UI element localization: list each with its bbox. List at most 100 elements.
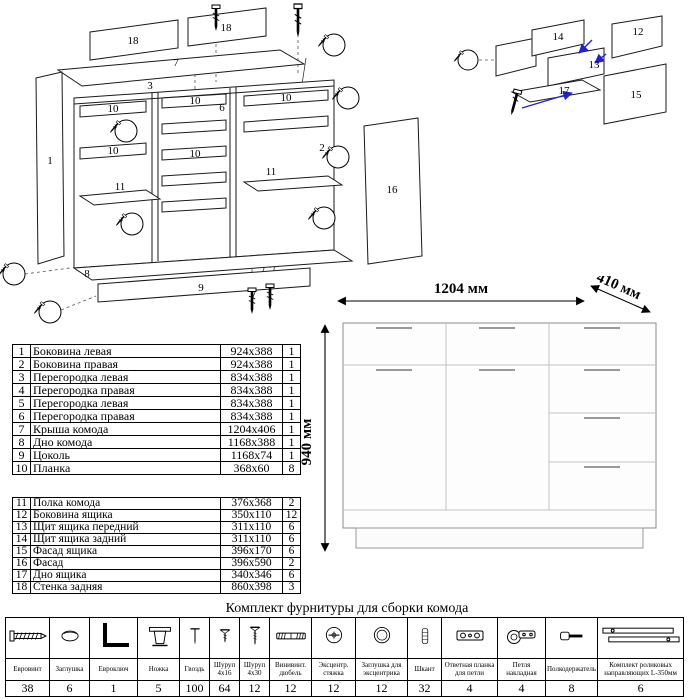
hardware-icon-cell — [497, 617, 546, 659]
part-number: 8 — [12, 435, 31, 449]
part-name: Цоколь — [30, 448, 221, 462]
part-qty: 1 — [282, 383, 301, 397]
part-name: Фасад ящика — [30, 545, 221, 558]
hardware-qty: 12 — [269, 680, 312, 697]
hardware-qty: 8 — [544, 680, 599, 697]
part-qty: 12 — [282, 509, 301, 522]
plinth-panel — [97, 267, 311, 303]
part-label: 8 — [84, 268, 90, 280]
part-qty: 2 — [282, 497, 301, 510]
part-label: 16 — [387, 184, 399, 196]
part-qty: 1 — [282, 422, 301, 436]
dimension-lines — [320, 285, 651, 552]
part-size: 311х110 — [220, 533, 283, 546]
hardware-name: Гвоздь — [179, 658, 210, 681]
hardware-qty: 4 — [441, 680, 498, 697]
hardware-name: Ножка — [137, 658, 180, 681]
part-size: 834х388 — [220, 396, 283, 410]
part-label: 11 — [115, 181, 126, 193]
part-size: 834х388 — [220, 370, 283, 384]
exploded-diagram: 18 18 7 1 10 10 10 10 10 3 6 11 11 2 16 … — [0, 2, 423, 324]
screw-short-icon — [218, 629, 231, 643]
hardware-qty: 5 — [137, 680, 180, 697]
part-size: 311х110 — [220, 521, 283, 534]
part-label: 1 — [47, 155, 53, 167]
part-label: 10 — [190, 148, 202, 160]
screw-icon — [506, 87, 524, 118]
hardware-name: Ответная планка для петли — [441, 658, 498, 681]
part-number: 18 — [12, 581, 31, 594]
part-label: 10 — [108, 145, 120, 157]
back-panel-b — [187, 7, 267, 47]
shelf-right — [242, 175, 344, 192]
hinge-icon — [506, 630, 535, 644]
part-label: 2 — [319, 142, 325, 154]
part-number: 13 — [12, 521, 31, 534]
part-label: 9 — [198, 282, 204, 294]
part-number: 17 — [12, 569, 31, 582]
euro-screw-icon — [9, 630, 47, 642]
part-label: 10 — [281, 92, 293, 104]
part-name: Перегородка правая — [30, 409, 221, 423]
hardware-name: Эксцентр. стяжка — [311, 658, 356, 681]
screw-long-icon — [248, 626, 261, 646]
hardware-name: Полкодержатель — [544, 658, 599, 681]
width-dimension: 1204 мм — [434, 281, 488, 297]
part-qty: 1 — [282, 435, 301, 449]
part-size: 396х590 — [220, 557, 283, 570]
part-size: 860х398 — [220, 581, 283, 594]
hardware-icon-cell — [407, 617, 442, 659]
hardware-icon-cell — [179, 617, 210, 659]
part-size: 350х110 — [220, 509, 283, 522]
height-dimension: 940 мм — [299, 419, 315, 466]
part-size: 834х388 — [220, 383, 283, 397]
hardware-qty: 100 — [179, 680, 210, 697]
drawer-side-right — [611, 15, 663, 59]
hardware-icon-cell — [269, 617, 312, 659]
part-label: 10 — [108, 103, 120, 115]
part-name: Дно комода — [30, 435, 221, 449]
hardware-qty: 4 — [497, 680, 546, 697]
hardware-icon-cell — [441, 617, 498, 659]
part-number: 7 — [12, 422, 31, 436]
part-qty: 1 — [282, 357, 301, 371]
part-number: 14 — [12, 533, 31, 546]
part-name: Перегородка левая — [30, 396, 221, 410]
part-number: 11 — [12, 497, 31, 510]
part-label: 15 — [631, 89, 643, 101]
part-name: Дно ящика — [30, 569, 221, 582]
hardware-name: Винивинт. дюбель — [269, 658, 312, 681]
part-number: 6 — [12, 409, 31, 423]
hardware-name: Евровинт — [5, 658, 50, 681]
drawer-side-left — [495, 37, 537, 77]
hardware-icon-cell — [355, 617, 408, 659]
hardware-name: Петля накладная — [497, 658, 546, 681]
depth-dimension: 410 мм — [594, 276, 643, 303]
part-name: Перегородка правая — [30, 383, 221, 397]
hardware-table: Евровинт Заглушка Евроключ Ножка Гвоздь … — [5, 617, 685, 697]
back-panel-a — [89, 19, 179, 61]
part-name: Крыша комода — [30, 422, 221, 436]
hardware-qty: 12 — [239, 680, 270, 697]
part-label: 17 — [559, 85, 571, 97]
hardware-qty-row: 38 6 1 5 100 64 12 12 12 12 32 4 4 8 6 — [5, 680, 685, 697]
drawer-assembly-diagram: 14 12 13 17 15 — [452, 15, 667, 125]
drawer-hardware — [452, 49, 524, 118]
part-size: 1168х74 — [220, 448, 283, 462]
part-number: 10 — [12, 461, 31, 475]
part-number: 16 — [12, 557, 31, 570]
part-size: 834х388 — [220, 409, 283, 423]
part-number: 1 — [12, 344, 31, 358]
hardware-name: Заглушка для эксцентрика — [355, 658, 408, 681]
part-size: 376х368 — [220, 497, 283, 510]
bottom-panel — [72, 249, 354, 281]
